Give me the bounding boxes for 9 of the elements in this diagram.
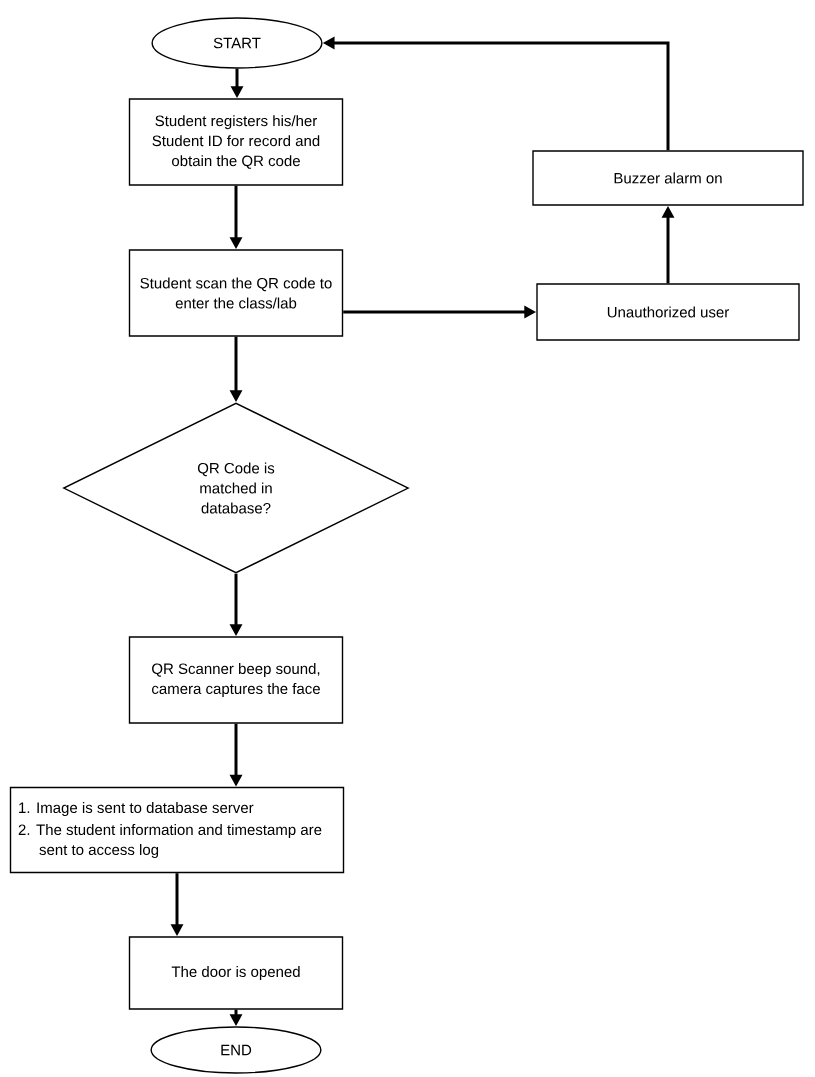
process-box: Student registers his/her Student ID for record and obtain the QR code (128, 98, 344, 186)
process-box: Buzzer alarm on (532, 150, 804, 206)
end-terminal: END (150, 1026, 322, 1074)
start-terminal: START (151, 17, 323, 69)
process-box: Unauthorized user (536, 283, 800, 341)
process-box: The door is opened (128, 936, 344, 1010)
process-box: QR Scanner beep sound, camera captures the face (128, 636, 344, 724)
process-box: 1. Image is sent to database server 2. The student information and timestamp are sent to access log (9, 786, 345, 874)
process-box: Student scan the QR code to enter the class/lab (128, 249, 344, 337)
